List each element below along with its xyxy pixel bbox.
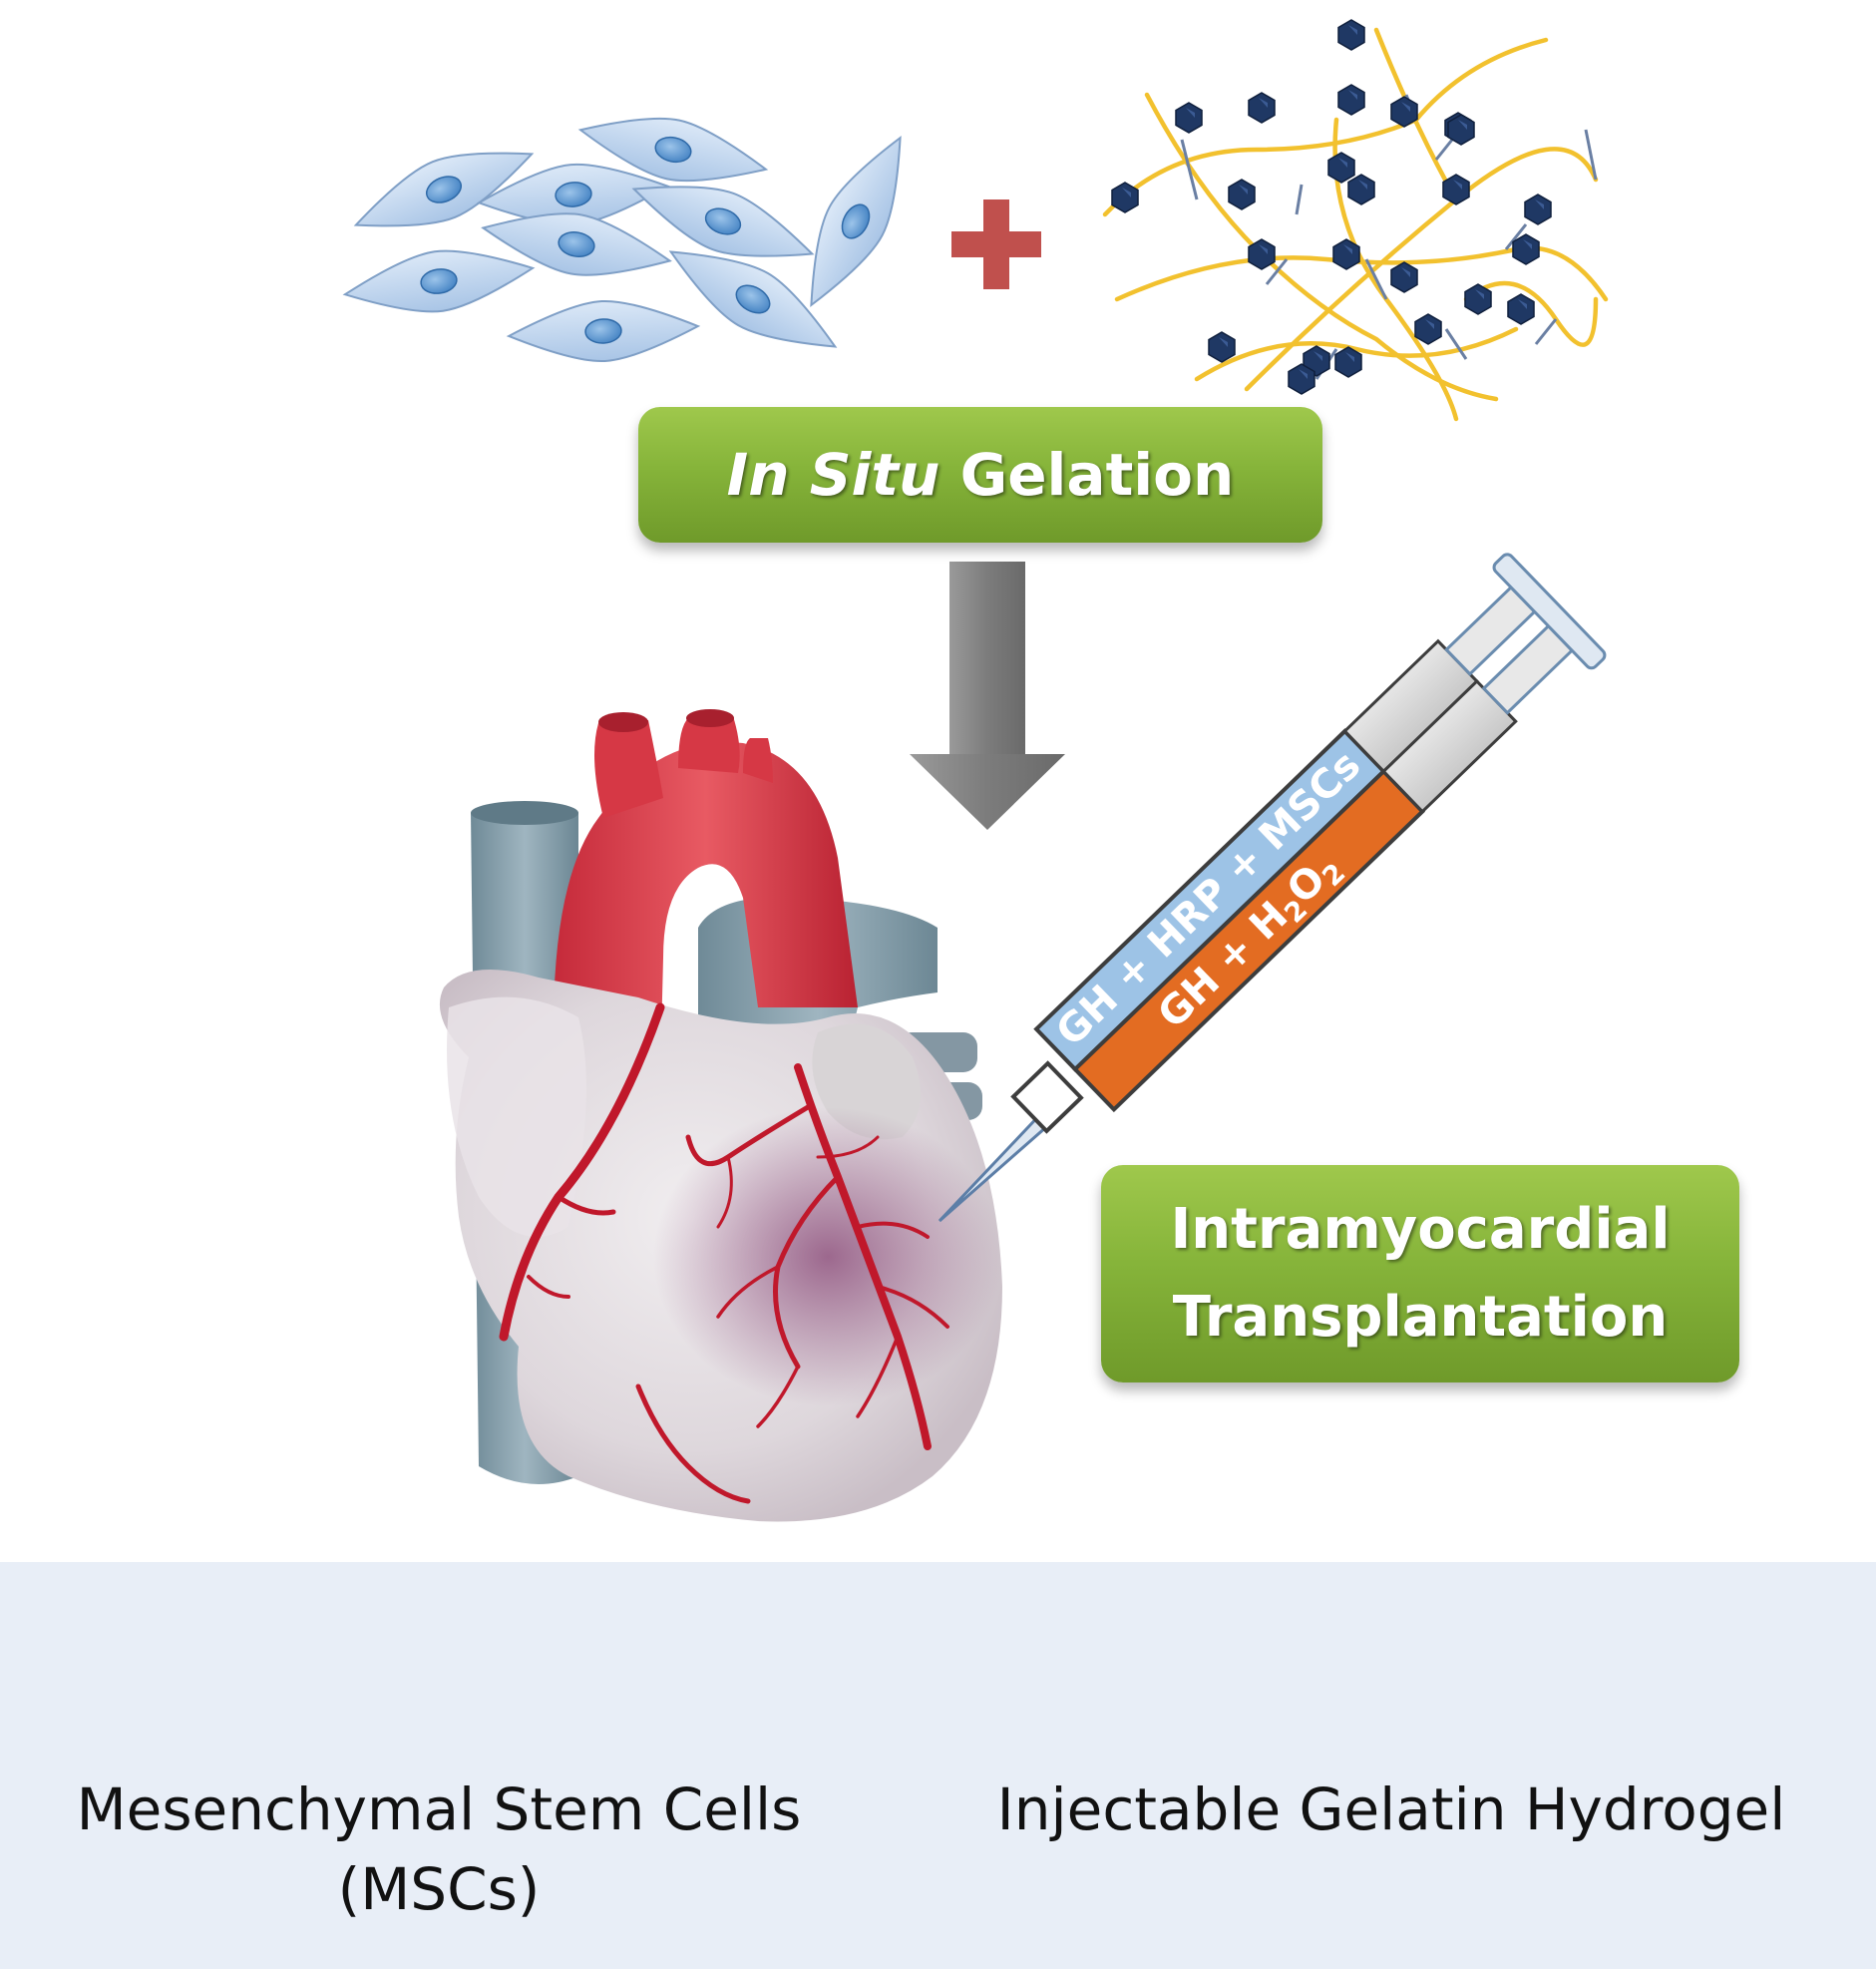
- hydrogel-node-icon: [1512, 233, 1540, 265]
- gelation-italic-label: In Situ: [726, 441, 940, 509]
- hydrogel-node-icon: [1228, 179, 1256, 210]
- hydrogel-node-icon: [1248, 238, 1276, 270]
- syringe-illustration: GH + HRP + MSCs GH + H2O2: [938, 553, 1607, 1223]
- transplant-line2: Transplantation: [1172, 1285, 1669, 1350]
- hydrogel-node-icon: [1208, 331, 1236, 363]
- heart-illustration: [439, 709, 1003, 1522]
- plus-icon: [951, 199, 1041, 289]
- hydrogel-node-icon: [1414, 313, 1442, 345]
- hydrogel-node-icon: [1337, 19, 1365, 51]
- hydrogel-node-icon: [1390, 261, 1418, 293]
- hydrogel-node-icon: [1390, 96, 1418, 128]
- hydrogel-node-icon: [1347, 174, 1375, 205]
- msc-cell-cluster: [339, 99, 929, 374]
- hydrogel-node-icon: [1447, 114, 1475, 146]
- msc-cell-icon: [506, 295, 701, 367]
- hydrogel-node-icon: [1111, 182, 1139, 213]
- hydrogel-node-icon: [1288, 363, 1315, 395]
- hydrogel-node-icon: [1337, 84, 1365, 116]
- gelation-label: Gelation: [959, 441, 1235, 509]
- in-situ-gelation-box: In Situ Gelation: [638, 407, 1322, 543]
- hydrogel-node-icon: [1332, 238, 1360, 270]
- hydrogel-node-icon: [1464, 283, 1492, 315]
- hydrogel-node-icon: [1524, 194, 1552, 225]
- legend-panel: Mesenchymal Stem Cells (MSCs) Injectable…: [0, 1562, 1876, 1969]
- msc-cell-icon: [783, 123, 929, 320]
- hydrogel-node-icon: [1327, 152, 1355, 184]
- hydrogel-network-icon: [1102, 19, 1609, 422]
- legend-gel-label: Injectable Gelatin Hydrogel: [996, 1775, 1786, 1843]
- msc-cell-icon: [339, 237, 539, 325]
- legend-msc-line1: Mesenchymal Stem Cells: [76, 1775, 802, 1843]
- hydrogel-node-icon: [1248, 92, 1276, 124]
- intramyocardial-transplantation-box: Intramyocardial Transplantation: [1101, 1165, 1739, 1382]
- hydrogel-node-icon: [1175, 102, 1203, 134]
- hydrogel-node-icon: [1334, 346, 1362, 378]
- hydrogel-node-icon: [1442, 174, 1470, 205]
- transplant-line1: Intramyocardial: [1170, 1197, 1671, 1262]
- hydrogel-node-icon: [1507, 293, 1535, 325]
- legend-msc-line2: (MSCs): [337, 1855, 541, 1923]
- legend-msc-label: Mesenchymal Stem Cells (MSCs): [20, 1770, 858, 1929]
- down-arrow-icon: [910, 562, 1065, 830]
